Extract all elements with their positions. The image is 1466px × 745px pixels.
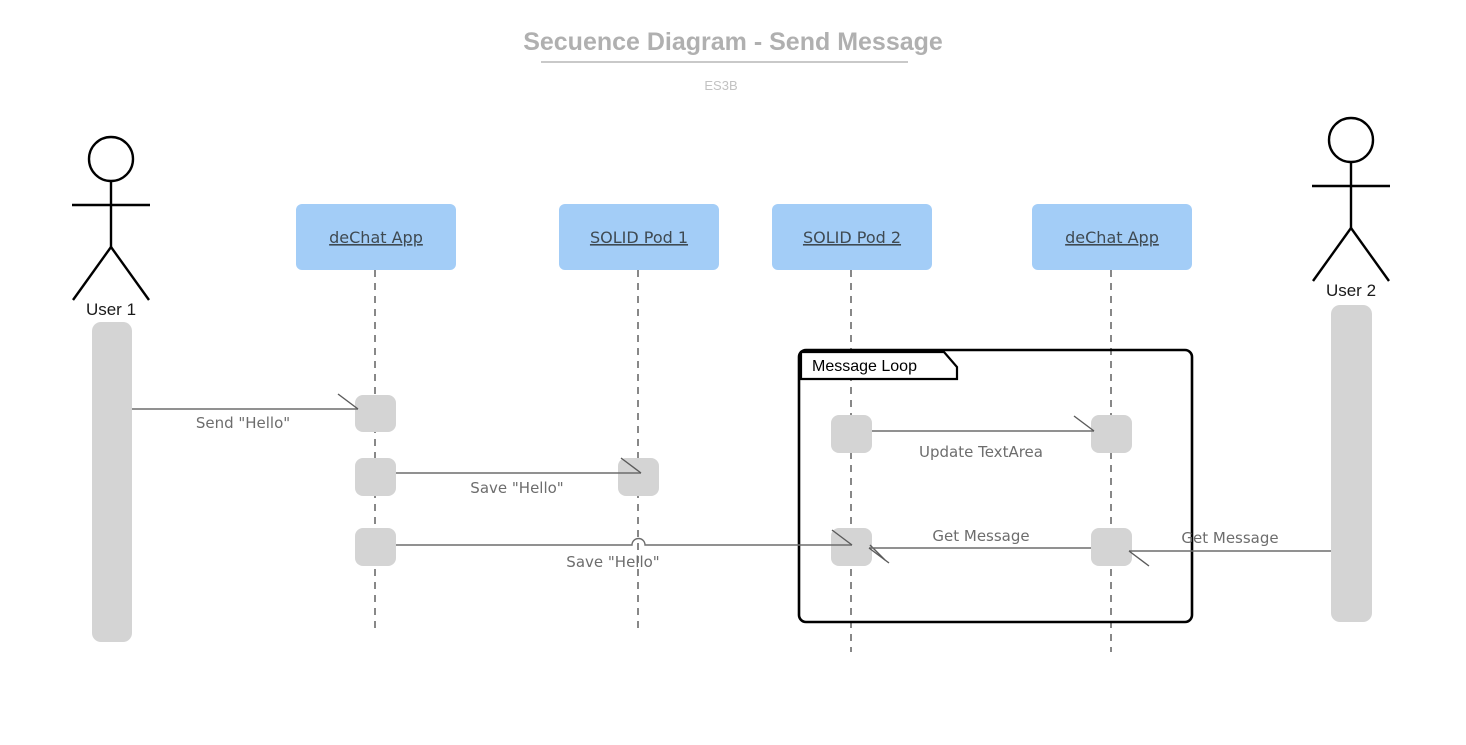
message-get-message-outer[interactable]: Get Message	[1128, 529, 1331, 567]
actor-label-user1: User 1	[86, 300, 136, 319]
fragment-label: Message Loop	[812, 358, 917, 375]
actor-leg-right-icon	[110, 246, 150, 301]
actor-label-user2: User 2	[1326, 281, 1376, 300]
message-save-hello-pod2[interactable]: Save "Hello"	[396, 529, 886, 571]
participant-pod2[interactable]: SOLID Pod 2	[772, 204, 932, 270]
fragment-frame	[797, 348, 1194, 624]
activation-user2	[1331, 305, 1372, 622]
message-line	[396, 537, 852, 546]
activation-dechat1-1	[355, 395, 396, 432]
activation-dechat1-2	[355, 458, 396, 496]
participant-label-pod2: SOLID Pod 2	[803, 228, 901, 247]
fragment-tab	[799, 350, 959, 381]
message-get-message-inner[interactable]: Get Message	[868, 527, 1091, 564]
message-save-hello-pod1[interactable]: Save "Hello"	[396, 457, 642, 497]
page-subtitle: ES3B	[704, 78, 737, 93]
participant-box-bg	[296, 204, 456, 270]
actor-head-icon	[1327, 116, 1375, 164]
message-arrowhead-icon	[1073, 415, 1095, 432]
message-label: Update TextArea	[919, 443, 1043, 461]
actor-user2[interactable]: User 2	[1312, 116, 1390, 622]
message-label: Get Message	[1181, 529, 1278, 547]
activation-pod1-1	[618, 458, 659, 496]
participant-box-bg	[559, 204, 719, 270]
message-arrowhead-icon	[868, 547, 890, 564]
activation-dechat2-1	[1091, 415, 1132, 453]
message-arrowhead-icon	[831, 529, 853, 546]
message-label: Send "Hello"	[196, 414, 290, 432]
activation-dechat1-3	[355, 528, 396, 566]
participant-dechat1[interactable]: deChat App	[296, 204, 456, 270]
fragment-message-loop[interactable]: Message Loop	[797, 348, 1194, 624]
message-update-textarea[interactable]: Update TextArea	[872, 415, 1095, 461]
actor-leg-left-icon	[72, 246, 112, 301]
actor-user1[interactable]: User 1	[72, 135, 150, 642]
message-label: Save "Hello"	[566, 553, 659, 571]
participant-label-pod1: SOLID Pod 1	[590, 228, 688, 247]
activation-pod2-1	[831, 415, 872, 453]
actor-leg-right-icon	[1350, 227, 1390, 282]
page-title: Secuence Diagram - Send Message	[523, 28, 943, 56]
message-arrowhead-icon	[337, 393, 359, 410]
participant-label-dechat2: deChat App	[1065, 228, 1159, 247]
participant-box-bg	[1032, 204, 1192, 270]
activation-user1	[92, 322, 132, 642]
message-arrowhead-icon	[620, 457, 642, 474]
participant-dechat2[interactable]: deChat App	[1032, 204, 1192, 270]
participant-pod1[interactable]: SOLID Pod 1	[559, 204, 719, 270]
message-arrowhead-icon	[1128, 550, 1150, 567]
message-label: Get Message	[932, 527, 1029, 545]
message-label: Save "Hello"	[470, 479, 563, 497]
actor-head-icon	[87, 135, 135, 183]
participant-label-dechat1: deChat App	[329, 228, 423, 247]
activation-dechat2-2	[1091, 528, 1132, 566]
actor-leg-left-icon	[1312, 227, 1352, 282]
participant-box-bg	[772, 204, 932, 270]
message-send-hello[interactable]: Send "Hello"	[132, 393, 359, 432]
